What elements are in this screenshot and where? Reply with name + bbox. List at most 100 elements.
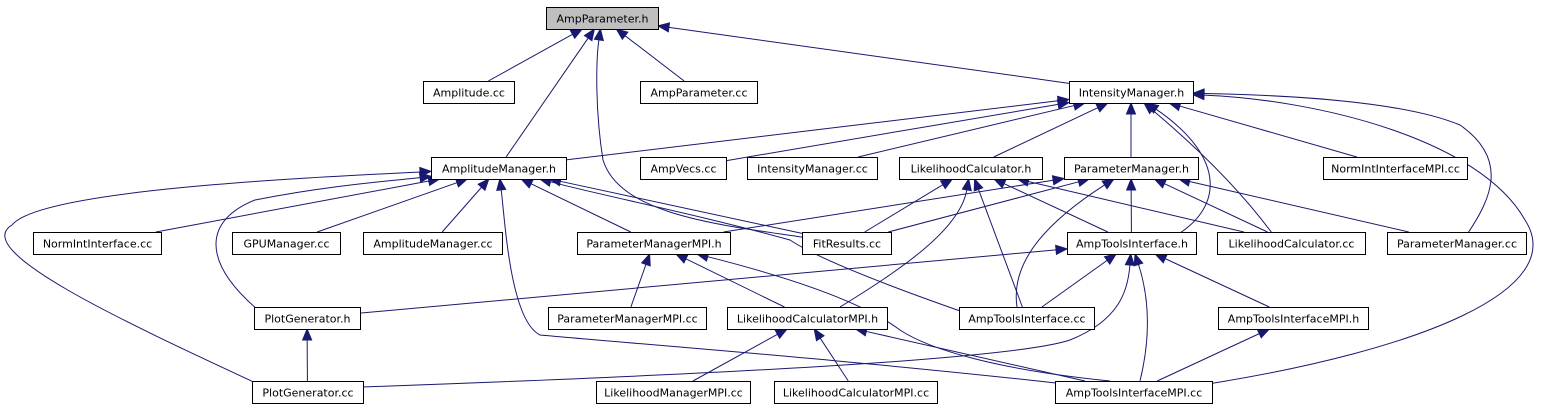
edge-amptoolsinterfacempi-cc-to-likelihoodcalculatormpi-h-line [866, 330, 1086, 382]
edge-ampvecs-cc-to-intensitymanager-h [725, 99, 1071, 162]
edge-amplitudemanager-h-to-intensitymanager-h [565, 95, 1071, 161]
node-label: ParameterManager.cc [1397, 238, 1517, 251]
node-likelihoodcalculator-h[interactable]: LikelihoodCalculator.h [899, 157, 1043, 180]
node-amptoolsinterfacempi-h[interactable]: AmpToolsInterfaceMPI.h [1218, 307, 1369, 330]
edge-likelihoodcalculatormpi-h-to-parametermanagermpi-h [674, 253, 785, 308]
node-fitresults-cc[interactable]: FitResults.cc [802, 232, 892, 255]
node-label: LikelihoodManagerMPI.cc [604, 387, 743, 400]
node-label: ParameterManagerMPI.cc [557, 313, 697, 326]
node-amplitude-cc[interactable]: Amplitude.cc [423, 81, 515, 104]
edge-amptoolsinterface-cc-to-amplitudemanager-h-line [550, 181, 967, 314]
node-amptoolsinterface-h[interactable]: AmpToolsInterface.h [1067, 232, 1197, 255]
node-parametermanagermpi-cc[interactable]: ParameterManagerMPI.cc [548, 307, 707, 330]
node-box [548, 307, 707, 330]
edge-amplitudemanager-cc-to-amplitudemanager-h [441, 178, 490, 233]
node-label: LikelihoodCalculator.cc [1229, 238, 1355, 251]
node-amplitudemanager-cc[interactable]: AmplitudeManager.cc [363, 232, 503, 255]
node-box [747, 157, 878, 180]
edge-intensitymanager-h-to-ampparameter-h-line [668, 26, 1070, 84]
edge-plotgenerator-cc-to-amptoolsinterface-h-line [361, 264, 1131, 388]
node-box [1067, 232, 1197, 255]
node-label: AmpToolsInterfaceMPI.h [1228, 313, 1359, 326]
edge-likelihoodcalculatormpi-h-to-likelihoodcalculator-h [839, 177, 972, 308]
node-likelihoodcalculatormpi-cc[interactable]: LikelihoodCalculatorMPI.cc [774, 381, 938, 404]
node-label: FitResults.cc [813, 238, 881, 251]
edge-plotgenerator-cc-to-amptoolsinterface-h [361, 252, 1136, 388]
node-amptoolsinterfacempi-cc[interactable]: AmpToolsInterfaceMPI.cc [1055, 381, 1213, 404]
edge-normintinterfacempi-cc-to-intensitymanager-h [1167, 101, 1357, 158]
edges [4, 22, 1534, 388]
edge-fitresults-cc-to-likelihoodcalculator-h [864, 178, 954, 233]
node-ampparameter-cc[interactable]: AmpParameter.cc [640, 81, 758, 104]
edge-amptoolsinterface-cc-to-parametermanager-h [1015, 178, 1115, 308]
edge-parametermanagermpi-h-to-parametermanager-h-line [723, 179, 1054, 233]
node-intensitymanager-h[interactable]: IntensityManager.h [1069, 81, 1194, 104]
node-amplitudemanager-h[interactable]: AmplitudeManager.h [431, 157, 567, 180]
node-box [1064, 157, 1199, 180]
node-box [1387, 232, 1527, 255]
edge-amptoolsinterface-h-to-intensitymanager-h-line [1155, 108, 1211, 237]
node-gpumanager-cc[interactable]: GPUManager.cc [232, 232, 341, 255]
edge-ampparameter-cc-to-ampparameter-h-arrowhead [615, 28, 629, 41]
node-likelihoodcalculator-cc[interactable]: LikelihoodCalculator.cc [1217, 232, 1366, 255]
edge-amptoolsinterface-h-to-likelihoodcalculator-h-line [1003, 183, 1109, 233]
edge-parametermanager-h-to-intensitymanager-h [1125, 101, 1137, 157]
edge-parametermanagermpi-h-to-amplitudemanager-h-arrowhead [520, 178, 534, 189]
node-box [596, 381, 751, 404]
edge-ampparameter-cc-to-ampparameter-h-line [624, 35, 685, 82]
edge-likelihoodcalculatormpi-cc-to-likelihoodcalculatormpi-h-line [819, 337, 849, 382]
node-parametermanager-h[interactable]: ParameterManager.h [1064, 157, 1199, 180]
edge-amptoolsinterface-cc-to-parametermanager-h-arrowhead [1101, 178, 1115, 190]
node-label: NormIntInterface.cc [43, 238, 152, 251]
edge-amptoolsinterface-h-to-parametermanager-h-arrowhead [1125, 177, 1137, 191]
node-label: AmpParameter.h [557, 13, 649, 26]
node-parametermanager-cc[interactable]: ParameterManager.cc [1387, 232, 1527, 255]
node-plotgenerator-cc[interactable]: PlotGenerator.cc [252, 381, 364, 404]
edge-ampvecs-cc-to-intensitymanager-h-line [725, 103, 1059, 162]
edge-parametermanager-cc-to-intensitymanager-h-line [1203, 93, 1492, 234]
node-ampvecs-cc[interactable]: AmpVecs.cc [640, 157, 727, 180]
node-label: IntensityManager.cc [757, 163, 868, 176]
edge-likelihoodcalculatormpi-cc-to-likelihoodcalculatormpi-h [813, 327, 849, 382]
node-normintinterfacempi-cc[interactable]: NormIntInterfaceMPI.cc [1323, 157, 1468, 180]
node-normintinterface-cc[interactable]: NormIntInterface.cc [33, 232, 162, 255]
edge-plotgenerator-h-to-amptoolsinterface-h-line [359, 249, 1057, 314]
edge-plotgenerator-h-to-amptoolsinterface-h [359, 244, 1069, 314]
edge-parametermanagermpi-h-to-amplitudemanager-h [520, 178, 631, 233]
edge-fitresults-cc-to-likelihoodcalculator-h-line [864, 184, 944, 233]
edge-plotgenerator-cc-to-amplitudemanager-h [4, 166, 433, 385]
edge-likelihoodcalculator-cc-to-intensitymanager-h-line [1152, 109, 1273, 234]
edge-amptoolsinterfacempi-cc-to-amptoolsinterface-h-line [1138, 264, 1148, 382]
node-box [774, 381, 938, 404]
edge-parametermanagermpi-cc-to-parametermanagermpi-h-arrowhead [640, 252, 651, 267]
node-box [577, 232, 731, 255]
edge-amplitudemanager-cc-to-amplitudemanager-h-line [441, 186, 482, 233]
node-box [1069, 81, 1194, 104]
node-box [1218, 307, 1369, 330]
node-likelihoodcalculatormpi-h[interactable]: LikelihoodCalculatorMPI.h [727, 307, 888, 330]
edge-likelihoodcalculatormpi-h-to-likelihoodcalculator-h-line [839, 189, 968, 308]
node-plotgenerator-h[interactable]: PlotGenerator.h [254, 307, 361, 330]
node-box [959, 307, 1095, 330]
node-box [1055, 381, 1213, 404]
node-box [252, 381, 364, 404]
edge-likelihoodcalculatormpi-h-to-parametermanagermpi-h-line [685, 258, 785, 308]
edge-amptoolsinterfacempi-cc-to-likelihoodcalculatormpi-h [854, 326, 1086, 382]
node-label: PlotGenerator.cc [262, 387, 353, 400]
edge-amptoolsinterfacempi-cc-to-intensitymanager-h-line [1203, 94, 1534, 385]
edge-parametermanager-h-to-intensitymanager-h-arrowhead [1125, 101, 1137, 115]
node-label: AmpParameter.cc [650, 87, 747, 100]
node-amptoolsinterface-cc[interactable]: AmpToolsInterface.cc [959, 307, 1095, 330]
node-box [1217, 232, 1366, 255]
edge-likelihoodcalculator-h-to-intensitymanager-h-arrowhead [1095, 102, 1109, 113]
node-label: IntensityManager.h [1079, 87, 1185, 100]
node-parametermanagermpi-h[interactable]: ParameterManagerMPI.h [577, 232, 731, 255]
node-intensitymanager-cc[interactable]: IntensityManager.cc [747, 157, 878, 180]
edge-likelihoodcalculatormpi-h-to-likelihoodcalculator-h-arrowhead [961, 177, 972, 192]
node-box [1323, 157, 1468, 180]
edge-likelihoodcalculator-cc-to-likelihoodcalculator-h-line [1028, 181, 1245, 233]
node-likelihoodmanagermpi-cc[interactable]: LikelihoodManagerMPI.cc [596, 381, 751, 404]
edge-intensitymanager-h-to-ampparameter-h [656, 22, 1070, 84]
edge-amptoolsinterfacempi-cc-to-amptoolsinterfacempi-h [1156, 328, 1271, 382]
